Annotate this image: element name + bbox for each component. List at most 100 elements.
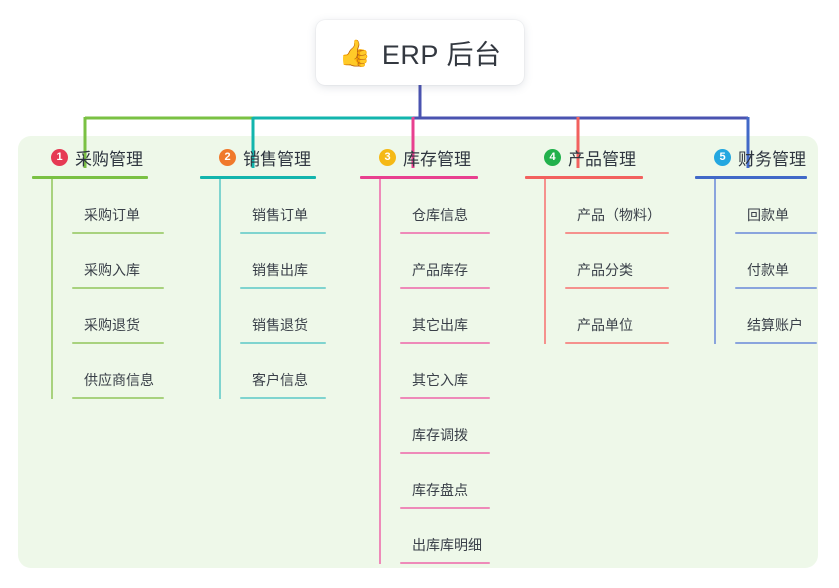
branch-underline: [360, 176, 478, 179]
branch-item-underline: [72, 342, 164, 344]
branch-header-2[interactable]: 2 销售管理: [200, 145, 316, 169]
branch-item-underline: [400, 287, 490, 289]
branch-title: 库存管理: [403, 149, 471, 169]
branch-item[interactable]: 其它入库: [400, 344, 490, 399]
branch-badge-2: 2: [219, 148, 236, 166]
branch-item-label: 其它出库: [412, 317, 468, 333]
branch-item-underline: [400, 397, 490, 399]
branch-items: 销售订单销售出库销售退货客户信息: [200, 179, 326, 399]
branch-item-label: 库存调拨: [412, 427, 468, 443]
branch-item[interactable]: 采购入库: [72, 234, 164, 289]
branch-item-underline: [735, 342, 817, 344]
branch-header-1[interactable]: 1 采购管理: [32, 145, 148, 169]
branch-item-label: 采购入库: [84, 262, 140, 278]
branch-item[interactable]: 客户信息: [240, 344, 326, 399]
branch-item[interactable]: 其它出库: [400, 289, 490, 344]
branch-item-underline: [565, 287, 669, 289]
branch-item-label: 产品单位: [577, 317, 633, 333]
branch-badge-4: 4: [544, 148, 561, 166]
branch-item-underline: [400, 507, 490, 509]
branch-column-1: 1 采购管理采购订单采购入库采购退货供应商信息: [32, 145, 164, 399]
branch-badge-5: 5: [714, 148, 731, 166]
branch-item-label: 付款单: [747, 262, 789, 278]
branch-spine: [379, 179, 381, 564]
branch-item-underline: [240, 232, 326, 234]
branch-item-underline: [735, 232, 817, 234]
branch-item[interactable]: 供应商信息: [72, 344, 164, 399]
branch-item[interactable]: 产品（物料）: [565, 179, 669, 234]
branch-column-4: 4 产品管理产品（物料） 产品分类产品单位: [525, 145, 669, 344]
branch-item-label: 客户信息: [252, 372, 308, 388]
branch-item-label: 销售出库: [252, 262, 308, 278]
branch-item[interactable]: 销售退货: [240, 289, 326, 344]
branch-item-label: 仓库信息: [412, 207, 468, 223]
branch-items: 采购订单采购入库采购退货供应商信息: [32, 179, 164, 399]
root-title: ERP 后台: [381, 40, 502, 70]
branch-item[interactable]: 付款单: [735, 234, 817, 289]
branch-underline: [32, 176, 148, 179]
branch-column-2: 2 销售管理销售订单销售出库销售退货客户信息: [200, 145, 326, 399]
branch-item-underline: [400, 232, 490, 234]
branch-item-label: 产品库存: [412, 262, 468, 278]
branch-item[interactable]: 回款单: [735, 179, 817, 234]
branch-title: 采购管理: [75, 149, 143, 169]
branch-item-underline: [400, 342, 490, 344]
thumbs-up-icon: 👍: [338, 37, 371, 68]
branch-item[interactable]: 销售出库: [240, 234, 326, 289]
branch-item-label: 出库库明细: [412, 537, 482, 553]
branch-header-3[interactable]: 3 库存管理: [360, 145, 478, 169]
branch-column-3: 3 库存管理仓库信息产品库存其它出库其它入库库存调拨库存盘点出库库明细: [360, 145, 490, 564]
branch-item-label: 销售退货: [252, 317, 308, 333]
branch-badge-1: 1: [51, 148, 68, 166]
branch-item[interactable]: 库存调拨: [400, 399, 490, 454]
branch-header-4[interactable]: 4 产品管理: [525, 145, 643, 169]
branch-spine: [51, 179, 53, 399]
branch-item-label: 回款单: [747, 207, 789, 223]
branch-item[interactable]: 产品库存: [400, 234, 490, 289]
branch-item[interactable]: 仓库信息: [400, 179, 490, 234]
branches-panel: [18, 136, 818, 568]
branch-title: 财务管理: [738, 149, 806, 169]
branch-column-5: 5 财务管理回款单付款单结算账户: [695, 145, 817, 344]
branch-item[interactable]: 销售订单: [240, 179, 326, 234]
branch-items: 产品（物料） 产品分类产品单位: [525, 179, 669, 344]
branch-item-label: 产品（物料）: [577, 207, 661, 223]
branch-item[interactable]: 结算账户: [735, 289, 817, 344]
branch-item-underline: [400, 562, 490, 564]
branch-spine: [219, 179, 221, 399]
branch-title: 销售管理: [243, 149, 311, 169]
branch-item-underline: [72, 232, 164, 234]
branch-item-underline: [72, 397, 164, 399]
branch-item[interactable]: 库存盘点: [400, 454, 490, 509]
branch-item-label: 采购退货: [84, 317, 140, 333]
branch-item-underline: [72, 287, 164, 289]
branch-underline: [200, 176, 316, 179]
branch-item-label: 结算账户: [747, 317, 803, 333]
branch-header-5[interactable]: 5 财务管理: [695, 145, 807, 169]
branch-items: 仓库信息产品库存其它出库其它入库库存调拨库存盘点出库库明细: [360, 179, 490, 564]
branch-item-underline: [240, 342, 326, 344]
root-node[interactable]: 👍 ERP 后台: [316, 20, 524, 85]
branch-item[interactable]: 出库库明细: [400, 509, 490, 564]
branch-item[interactable]: 产品分类: [565, 234, 669, 289]
branch-item-underline: [400, 452, 490, 454]
branch-item-label: 产品分类: [577, 262, 633, 278]
branch-title: 产品管理: [568, 149, 636, 169]
branch-item-underline: [240, 397, 326, 399]
branch-item-underline: [735, 287, 817, 289]
branch-item[interactable]: 采购订单: [72, 179, 164, 234]
branch-item-underline: [565, 342, 669, 344]
branch-item-label: 其它入库: [412, 372, 468, 388]
branch-item-underline: [565, 232, 669, 234]
branch-item-label: 库存盘点: [412, 482, 468, 498]
branch-item-label: 供应商信息: [84, 372, 154, 388]
branch-item-underline: [240, 287, 326, 289]
branch-badge-3: 3: [379, 148, 396, 166]
branch-spine: [544, 179, 546, 344]
branch-item[interactable]: 采购退货: [72, 289, 164, 344]
branch-items: 回款单付款单结算账户: [695, 179, 817, 344]
branch-underline: [695, 176, 807, 179]
branch-spine: [714, 179, 716, 344]
branch-item[interactable]: 产品单位: [565, 289, 669, 344]
